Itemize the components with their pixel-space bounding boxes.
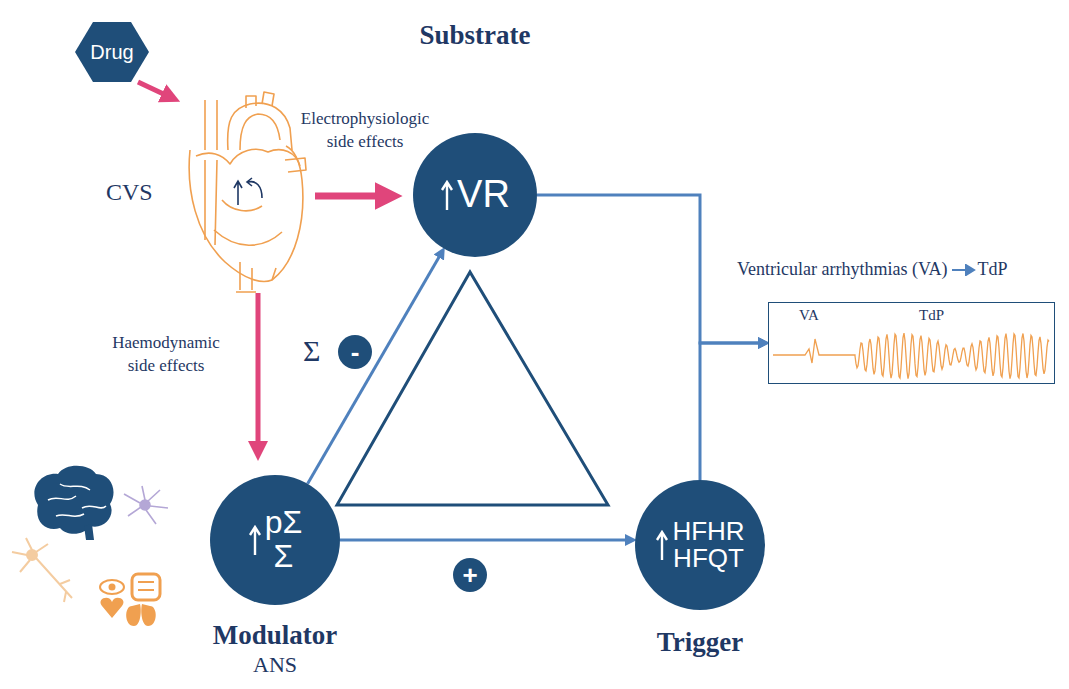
- heart-illustration: [189, 92, 306, 292]
- circle-text: pΣ Σ: [265, 506, 303, 573]
- annotation: Haemodynamic side effects: [108, 332, 224, 378]
- factor-circle: HFHR HFQTTrigger: [635, 480, 765, 610]
- ecg-box: Ventricular arrhythmias (VA)TdPVATdP: [768, 302, 1055, 384]
- drug-arrow: [138, 82, 172, 98]
- part-label: CVS: [106, 176, 153, 208]
- hexagon-outline: [75, 22, 149, 82]
- connector: [340, 539, 632, 542]
- connector: [700, 343, 765, 480]
- circle-content: VR: [440, 175, 510, 215]
- trace-label: TdP: [919, 307, 944, 324]
- circle-content: HFHR HFQT: [655, 518, 744, 573]
- circle-text: HFHR HFQT: [672, 518, 744, 573]
- increase-arrow-shape: [442, 182, 452, 210]
- circle-text: VR: [457, 175, 510, 215]
- ecg-line: [773, 333, 1049, 379]
- sign-symbol: Σ: [303, 331, 320, 372]
- circle-content: pΣ Σ: [248, 506, 303, 573]
- role-subheading: ANS: [253, 652, 297, 678]
- increase-arrow: [248, 525, 262, 555]
- sign-symbol: -: [351, 339, 360, 365]
- connector: [308, 251, 443, 484]
- neuron-icon: [124, 486, 168, 524]
- factor-circle: VRSubstrate: [413, 133, 537, 257]
- connector: [537, 195, 765, 343]
- annotation: Electrophysiologic side effects: [288, 108, 442, 154]
- sign-symbol: +: [462, 562, 477, 588]
- organ-icons: [100, 574, 160, 626]
- heart-flow-arrows: [234, 178, 262, 205]
- drug-label: Drug: [90, 41, 133, 64]
- increase-arrow-shape: [250, 527, 260, 555]
- box-heading: Ventricular arrhythmias (VA) TdP: [737, 259, 1008, 280]
- electrophysiologic-arrow: [315, 193, 390, 200]
- sign-circle: +: [453, 558, 487, 592]
- box-heading-text: Ventricular arrhythmias (VA): [737, 259, 948, 280]
- increase-arrow-shape: [657, 532, 667, 560]
- increase-arrow: [440, 180, 454, 210]
- factor-circle: pΣ ΣModulatorANS: [210, 475, 340, 605]
- role-heading: Substrate: [419, 19, 530, 51]
- drug-hexagon: Drug: [74, 21, 150, 83]
- progression-arrow-shape: [952, 265, 974, 275]
- role-heading: Trigger: [657, 626, 743, 658]
- increase-arrow: [655, 530, 669, 560]
- triangle: [337, 272, 608, 505]
- trace-label: VA: [799, 307, 819, 324]
- role-heading: Modulator: [213, 619, 338, 651]
- haemodynamic-arrow: [256, 293, 261, 452]
- progression-arrow: [950, 264, 976, 276]
- sign-circle: -: [338, 335, 372, 369]
- box-heading-text: TdP: [978, 259, 1008, 280]
- brain-icon: [34, 466, 113, 540]
- neuron-icon: [12, 538, 72, 602]
